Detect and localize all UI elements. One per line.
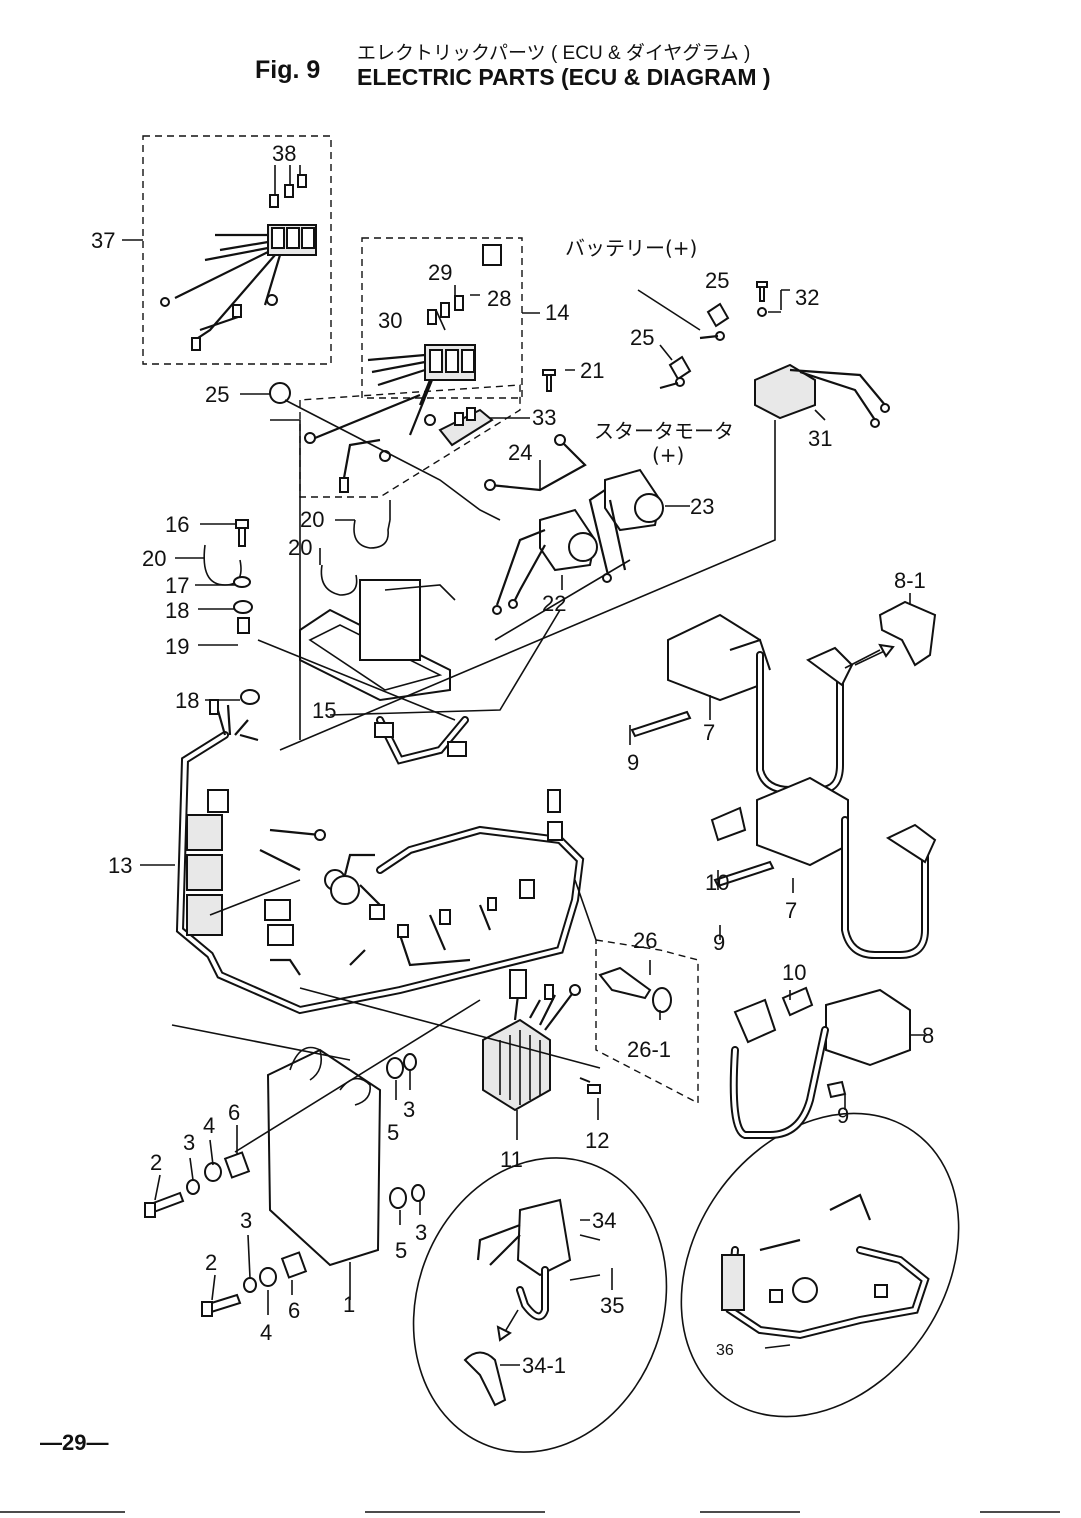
- callout-30: 30: [378, 308, 402, 333]
- callout-24: 24: [508, 440, 532, 465]
- group-box-14: [361, 237, 523, 399]
- wire-24: [489, 439, 587, 492]
- callout-7-middle: 7: [785, 898, 797, 923]
- callout-9-middle: 9: [713, 930, 725, 955]
- figure-label: Fig. 9: [255, 56, 321, 84]
- annotation-starter-motor-plus: (+): [652, 443, 684, 467]
- callout-6-lower: 6: [288, 1298, 300, 1323]
- callout-19: 19: [165, 634, 189, 659]
- callout-28: 28: [487, 286, 511, 311]
- callout-22: 22: [542, 591, 566, 616]
- ecu-bracket-15: [299, 579, 456, 702]
- callout-3-lower-left: 3: [240, 1208, 252, 1233]
- ignition-coil-7-upper: [630, 600, 937, 794]
- callout-23: 23: [690, 494, 714, 519]
- rectifier-11: [482, 969, 601, 1112]
- callout-20-c: 20: [288, 535, 312, 560]
- callout-9-upper: 9: [627, 750, 639, 775]
- callout-25-mid: 25: [630, 325, 654, 350]
- callout-35: 35: [600, 1293, 624, 1318]
- leader-lines: [122, 165, 925, 1366]
- callout-38: 38: [272, 141, 296, 166]
- callout-3-lower-right: 3: [415, 1220, 427, 1245]
- callout-26: 26: [633, 928, 657, 953]
- callout-17: 17: [165, 573, 189, 598]
- title-english: ELECTRIC PARTS (ECU & DIAGRAM ): [357, 64, 771, 90]
- main-wiring-harness-13: [175, 699, 585, 1015]
- ignition-coil-8-lower: [729, 986, 911, 1139]
- callout-25-left: 25: [205, 382, 229, 407]
- annotation-battery-plus: バッテリー(+): [565, 236, 697, 260]
- thermo-sensor-26: [598, 966, 672, 1013]
- callout-3-upper-right: 3: [403, 1097, 415, 1122]
- callout-8-1: 8-1: [894, 568, 926, 593]
- ecu-unit-1: [266, 1046, 382, 1267]
- screws-21-32: [542, 281, 768, 392]
- callout-31: 31: [808, 426, 832, 451]
- callout-33: 33: [532, 405, 556, 430]
- callout-21: 21: [580, 358, 604, 383]
- callout-16: 16: [165, 512, 189, 537]
- callout-6-upper: 6: [228, 1100, 240, 1125]
- annotation-starter-motor: スタータモータ: [594, 419, 734, 443]
- clamps-and-fasteners: [203, 519, 391, 705]
- ecu-fasteners: [144, 1053, 425, 1317]
- callout-13: 13: [108, 853, 132, 878]
- callout-4-upper: 4: [203, 1113, 215, 1138]
- callout-2-lower: 2: [205, 1250, 217, 1275]
- inset-ellipse-36: [680, 1112, 960, 1418]
- callout-9-lower: 9: [837, 1103, 849, 1128]
- group-box-26: [595, 939, 699, 1105]
- callout-32: 32: [795, 285, 819, 310]
- page-number: —29—: [40, 1430, 109, 1455]
- inset-ignition-coil-34: [463, 1198, 601, 1407]
- starter-relay-22: [492, 508, 598, 615]
- callout-25-top: 25: [705, 268, 729, 293]
- title-japanese: エレクトリックパーツ ( ECU & ダイヤグラム ): [357, 43, 751, 64]
- callout-20-b: 20: [142, 546, 166, 571]
- terminal-caps-25: [269, 302, 730, 404]
- callout-2-upper: 2: [150, 1150, 162, 1175]
- callout-34: 34: [592, 1208, 616, 1233]
- connector-block-33: [438, 407, 494, 447]
- callout-29: 29: [428, 260, 452, 285]
- callout-5-upper: 5: [387, 1120, 399, 1145]
- callout-5-lower: 5: [395, 1238, 407, 1263]
- callout-20-a: 20: [300, 507, 324, 532]
- callout-3-upper-left: 3: [183, 1130, 195, 1155]
- inset-ellipse-34: [412, 1157, 668, 1453]
- callout-18-a: 18: [165, 598, 189, 623]
- callout-14: 14: [545, 300, 569, 325]
- callout-7-upper: 7: [703, 720, 715, 745]
- relay-assembly-14: [304, 244, 502, 493]
- callout-37: 37: [91, 228, 115, 253]
- relay-assembly-37: [160, 174, 317, 351]
- callout-18-b: 18: [175, 688, 199, 713]
- callout-15: 15: [312, 698, 336, 723]
- direction-arrows: [496, 643, 895, 1342]
- callout-11: 11: [500, 1147, 523, 1172]
- callout-26-1: 26-1: [627, 1037, 671, 1062]
- callout-12: 12: [585, 1128, 609, 1153]
- callout-4-lower: 4: [260, 1320, 272, 1345]
- callout-34-1: 34-1: [522, 1353, 566, 1378]
- ignition-coil-7-middle: [710, 776, 937, 959]
- regulator-31: [754, 363, 890, 428]
- callout-10-upper: 10: [705, 870, 729, 895]
- callout-36: 36: [716, 1342, 734, 1359]
- starter-relay-23: [588, 468, 664, 583]
- callout-1: 1: [343, 1292, 355, 1317]
- group-box-37: [142, 135, 332, 365]
- callout-10-lower: 10: [782, 960, 806, 985]
- inset-harness-36: [721, 1193, 930, 1340]
- callout-8: 8: [922, 1023, 934, 1048]
